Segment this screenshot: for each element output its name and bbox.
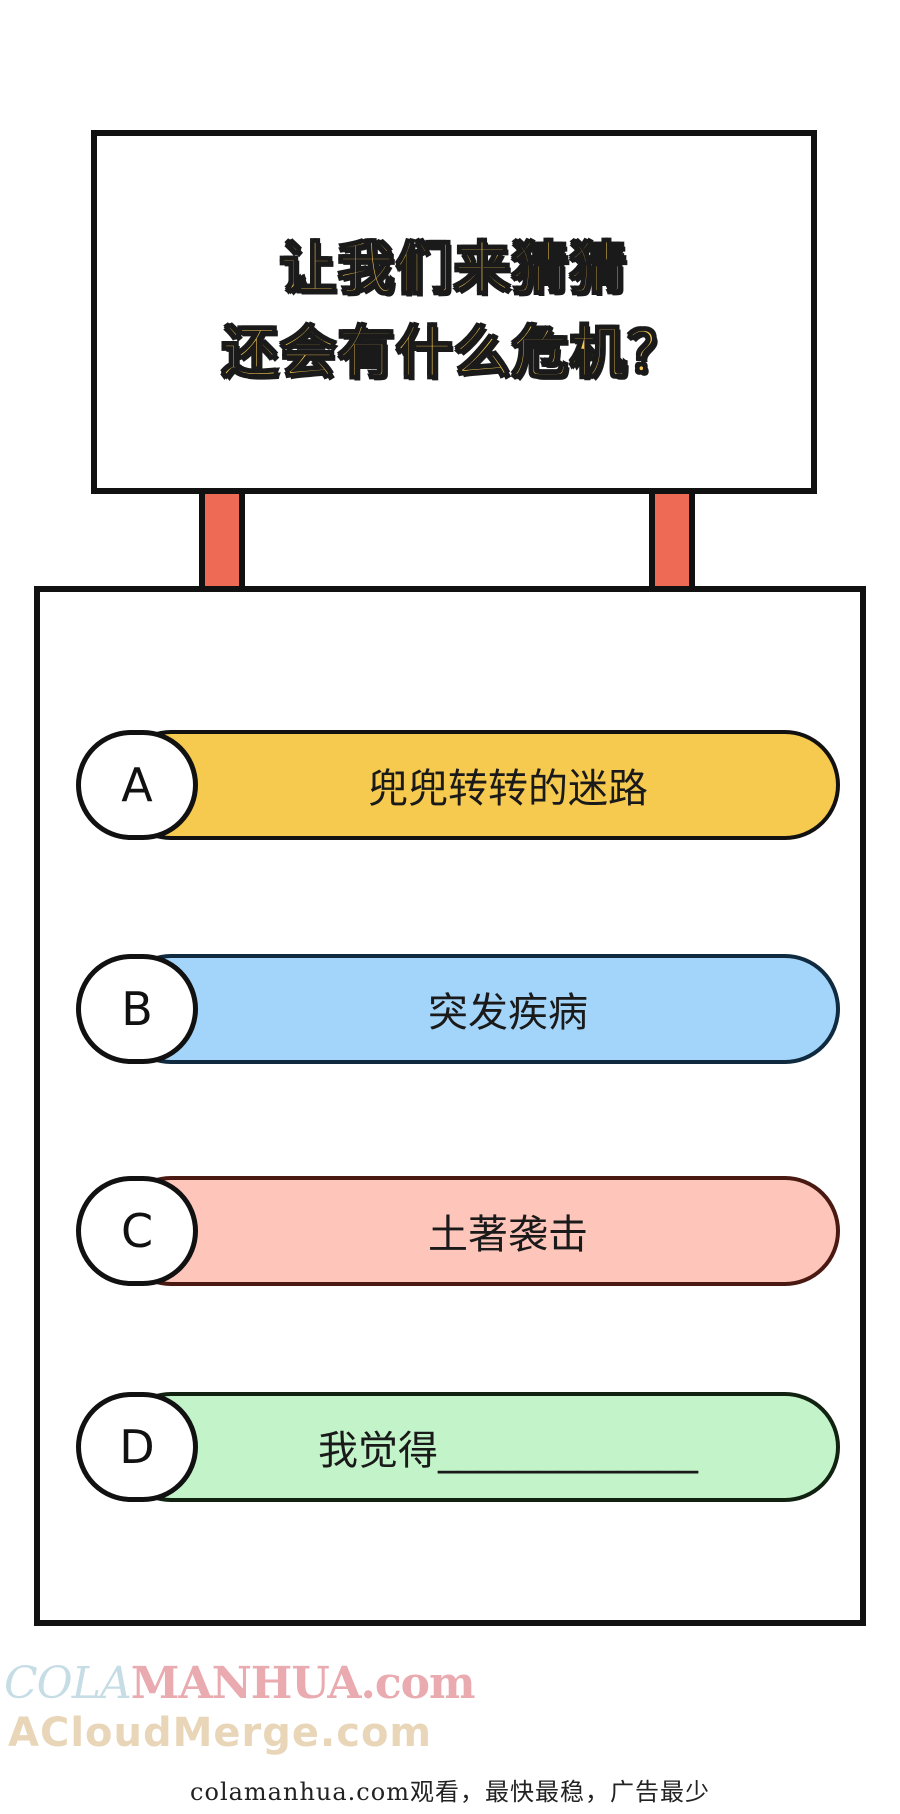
option-c[interactable]: 土著袭击 C <box>76 1176 840 1286</box>
option-a-letter: A <box>121 758 153 812</box>
watermark-cola-text: COLA <box>4 1658 132 1709</box>
option-a-pill[interactable]: 兜兜转转的迷路 <box>116 730 840 840</box>
sign-post-left <box>199 494 245 588</box>
option-d-letter: D <box>119 1420 155 1474</box>
question-title-line-1: 让我们来猜猜 <box>279 236 628 303</box>
footer-notice: colamanhua.com观看，最快最稳，广告最少 <box>190 1778 710 1806</box>
option-c-text: 土著袭击 <box>428 1212 588 1258</box>
option-a-text: 兜兜转转的迷路 <box>368 766 648 812</box>
watermark-acloudmerge: ACloudMerge.com <box>8 1710 433 1756</box>
option-b-pill[interactable]: 突发疾病 <box>116 954 840 1064</box>
sign-post-right <box>649 494 695 588</box>
option-d-text: 我觉得_____________ <box>318 1428 698 1474</box>
question-title-line-2: 还会有什么危机？ <box>221 320 686 387</box>
option-d-pill[interactable]: 我觉得_____________ <box>116 1392 840 1502</box>
question-sign-board: 让我们来猜猜 还会有什么危机？ <box>91 130 817 494</box>
watermark-colamanhua: COLAMANHUA.com <box>4 1658 476 1709</box>
option-b-text: 突发疾病 <box>428 990 588 1036</box>
option-c-letter: C <box>120 1204 154 1258</box>
option-c-pill[interactable]: 土著袭击 <box>116 1176 840 1286</box>
option-d[interactable]: 我觉得_____________ D <box>76 1392 840 1502</box>
option-a-badge: A <box>76 730 198 840</box>
options-panel: 兜兜转转的迷路 A 突发疾病 B 土著袭击 C 我觉得_____________… <box>34 586 866 1626</box>
option-b-letter: B <box>121 982 153 1036</box>
option-b-badge: B <box>76 954 198 1064</box>
option-c-badge: C <box>76 1176 198 1286</box>
watermark-manhua-text: MANHUA.com <box>130 1658 476 1709</box>
option-b[interactable]: 突发疾病 B <box>76 954 840 1064</box>
option-d-badge: D <box>76 1392 198 1502</box>
option-a[interactable]: 兜兜转转的迷路 A <box>76 730 840 840</box>
